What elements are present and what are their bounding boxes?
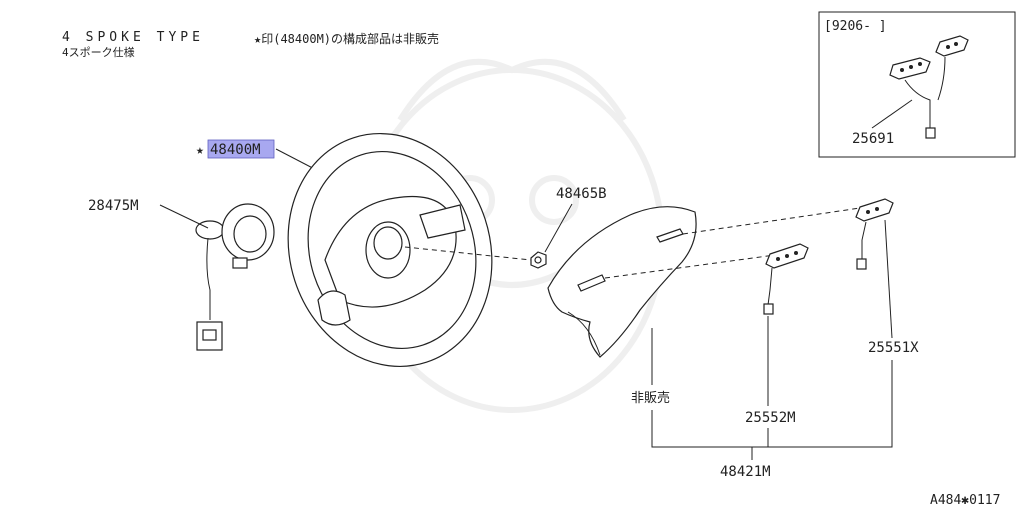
- steering-wheel[interactable]: [258, 107, 521, 393]
- bracket-48421m: [651, 360, 893, 448]
- assembly-line-lower: [604, 254, 776, 279]
- header-title-en: 4 SPOKE TYPE: [62, 30, 204, 45]
- inset-panel: [9206- ] 25691: [818, 11, 1016, 158]
- part-label-25551x[interactable]: 25551X: [868, 340, 919, 356]
- header-title-ja: 4スポーク仕様: [62, 45, 135, 59]
- switch-25551x[interactable]: [855, 198, 894, 270]
- switch-25552m[interactable]: [763, 243, 809, 315]
- highlight-box-48400m: [207, 139, 275, 159]
- assembly-line-upper: [682, 207, 861, 235]
- star-marker: ★: [196, 143, 204, 158]
- inset-switch-right: [935, 35, 969, 57]
- nut-48465b[interactable]: [530, 251, 547, 269]
- leader-25691: [871, 99, 913, 129]
- assembly-line-nut: [404, 246, 532, 261]
- part-label-48465b[interactable]: 48465B: [556, 186, 607, 202]
- part-label-28475m[interactable]: 28475M: [88, 198, 139, 214]
- part-label-25691[interactable]: 25691: [852, 131, 894, 147]
- horn-pad-assembly[interactable]: [547, 206, 697, 358]
- part-label-25552m[interactable]: 25552M: [745, 410, 796, 426]
- leader-48465b: [544, 203, 573, 253]
- diagram-code: A484✱0117: [930, 493, 1000, 508]
- header-note: ★印(48400M)の構成部品は非販売: [254, 31, 439, 46]
- part-label-48400m[interactable]: 48400M: [210, 142, 261, 158]
- clock-spring[interactable]: [195, 203, 275, 351]
- leader-28475m: [159, 204, 209, 229]
- inset-label: [9206- ]: [824, 19, 887, 34]
- part-label-48421m[interactable]: 48421M: [720, 464, 771, 480]
- leader-25551x: [884, 219, 893, 339]
- not-sold-label: 非販売: [631, 390, 670, 406]
- inset-switch-left: [889, 57, 931, 80]
